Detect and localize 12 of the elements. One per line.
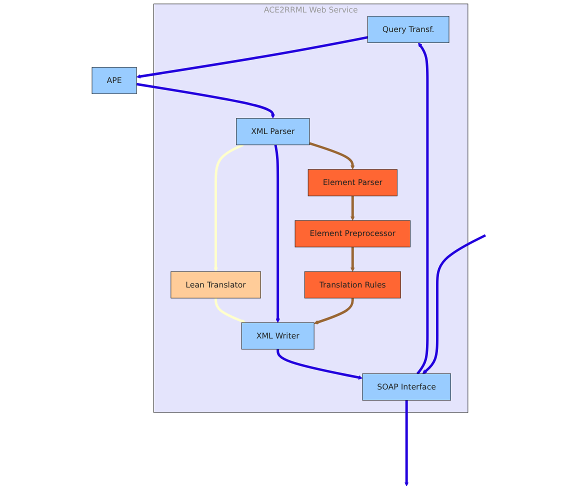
arrow (214, 298, 246, 324)
arrow (404, 400, 409, 486)
arrow (416, 42, 429, 374)
arrow (276, 349, 363, 380)
arrow (350, 196, 355, 221)
arrow (214, 144, 244, 272)
arrow (136, 36, 368, 79)
arrow (422, 234, 486, 374)
arrow (136, 82, 276, 119)
arrow (274, 144, 280, 323)
arrow (309, 142, 355, 170)
arrow (350, 247, 355, 272)
